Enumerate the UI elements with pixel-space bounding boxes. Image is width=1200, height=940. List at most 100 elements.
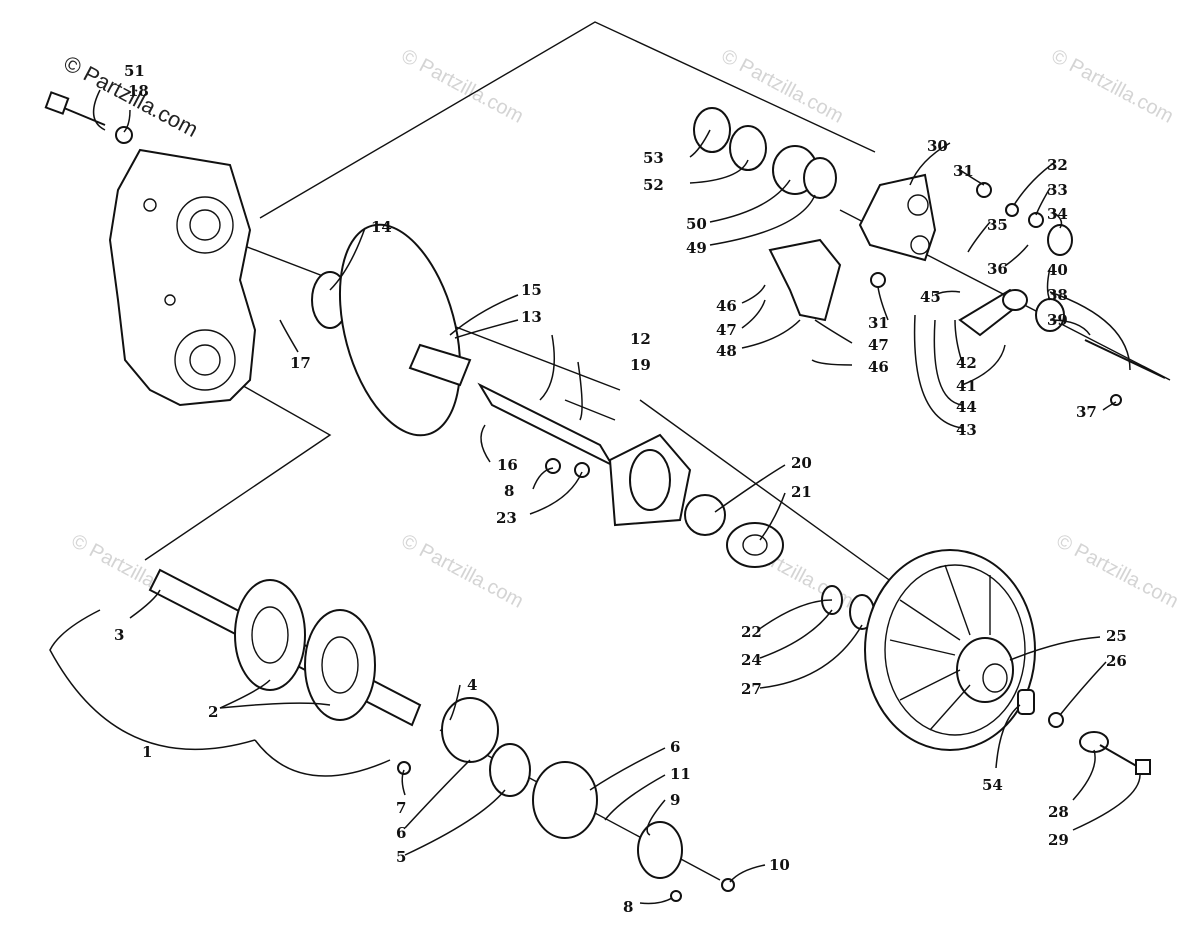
washer-28 [1079,731,1109,753]
leader-lines [49,89,1141,905]
watermark-text: © Partzilla.com [1048,45,1177,128]
callout-38: 38 [1047,286,1068,304]
bearing-flange-4 [441,697,499,763]
callout-28: 28 [1048,803,1069,821]
callout-47-lower: 47 [868,336,889,354]
bearing-5 [489,743,531,797]
callout-41: 41 [956,377,977,395]
callout-6-lower: 6 [396,824,406,842]
callout-labels: 51 18 14 15 13 12 19 17 16 8 23 20 21 22… [114,62,1127,916]
washer-26 [1048,712,1064,728]
callout-39: 39 [1047,311,1068,329]
callout-33: 33 [1047,181,1068,199]
watermark-text: © Partzilla.com [398,530,527,613]
brake-disc-14 [311,223,462,437]
callout-54: 54 [982,776,1003,794]
watermark-text: © Partzilla.com [398,45,527,128]
callout-22: 22 [741,623,762,641]
bearing-53 [693,107,731,153]
shaft-38 [1084,339,1166,379]
callout-6-upper: 6 [670,738,680,756]
callout-11: 11 [670,765,691,783]
washer-23 [574,462,590,478]
callout-37: 37 [1076,403,1097,421]
ball-31-upper [976,182,992,198]
nut-8-lower [670,890,682,902]
callout-25: 25 [1106,627,1127,645]
callout-1: 1 [142,743,152,761]
flange-21 [726,522,784,568]
callout-32: 32 [1047,156,1068,174]
callout-24: 24 [741,651,762,669]
washer-33 [1028,212,1044,228]
gearcase-30 [858,173,937,262]
housing-9 [637,821,683,879]
watermark-text: © Partzilla.com [1053,530,1182,613]
callout-12: 12 [630,330,651,348]
sprocket-2a [234,579,306,691]
callout-7: 7 [396,799,406,817]
callout-27: 27 [741,680,762,698]
callout-48: 48 [716,342,737,360]
sprocket-2b [304,609,376,721]
callout-50: 50 [686,215,707,233]
callout-15: 15 [521,281,542,299]
callout-8-upper: 8 [504,482,514,500]
nut-7 [397,761,411,775]
callout-40: 40 [1047,261,1068,279]
shift-lever-41 [958,288,1028,337]
callout-9: 9 [670,791,680,809]
callout-34: 34 [1047,205,1068,223]
nut-8-upper [545,458,561,474]
callout-45: 45 [920,288,941,306]
callout-8-lower: 8 [623,898,633,916]
bolt-51 [44,91,106,126]
washer-18 [115,126,133,144]
callout-29: 29 [1048,831,1069,849]
callout-51: 51 [124,62,145,80]
callout-36: 36 [987,260,1008,278]
spacer-54 [1017,689,1035,715]
bolt-10 [721,878,735,892]
callout-23: 23 [496,509,517,527]
callout-2: 2 [208,703,218,721]
callout-13: 13 [521,308,542,326]
callout-49: 49 [686,239,707,257]
bracket-48 [768,238,842,322]
callout-3: 3 [114,626,124,644]
callout-26: 26 [1106,652,1127,670]
nut-34 [1047,224,1073,256]
watermark-text: © Partzilla.com [718,45,847,128]
callout-46-upper: 46 [716,297,737,315]
callout-42: 42 [956,354,977,372]
callout-5: 5 [396,848,406,866]
callout-21: 21 [791,483,812,501]
callout-31-lower: 31 [868,314,889,332]
callout-53: 53 [643,149,664,167]
callout-43: 43 [956,421,977,439]
callout-46-lower: 46 [868,358,889,376]
callout-52: 52 [643,176,664,194]
driven-clutch-25 [864,549,1036,751]
callout-44: 44 [956,398,977,416]
callout-31-upper: 31 [953,162,974,180]
flange-6 [532,761,598,839]
bearing-52 [729,125,767,171]
callout-4: 4 [467,676,477,694]
bearing-housing-20 [608,433,726,536]
jackshaft-12 [408,343,616,468]
ball-31-lower [870,272,886,288]
callout-19: 19 [630,356,651,374]
callout-18: 18 [128,82,149,100]
bearing-49 [803,157,837,199]
callout-47-upper: 47 [716,321,737,339]
chaincase-housing [108,148,257,407]
bolt-29 [1099,744,1151,775]
callout-35: 35 [987,216,1008,234]
callout-10: 10 [769,856,790,874]
callout-20: 20 [791,454,812,472]
callout-30: 30 [927,137,948,155]
nut-32 [1005,203,1019,217]
callout-16: 16 [497,456,518,474]
callout-17: 17 [290,354,311,372]
